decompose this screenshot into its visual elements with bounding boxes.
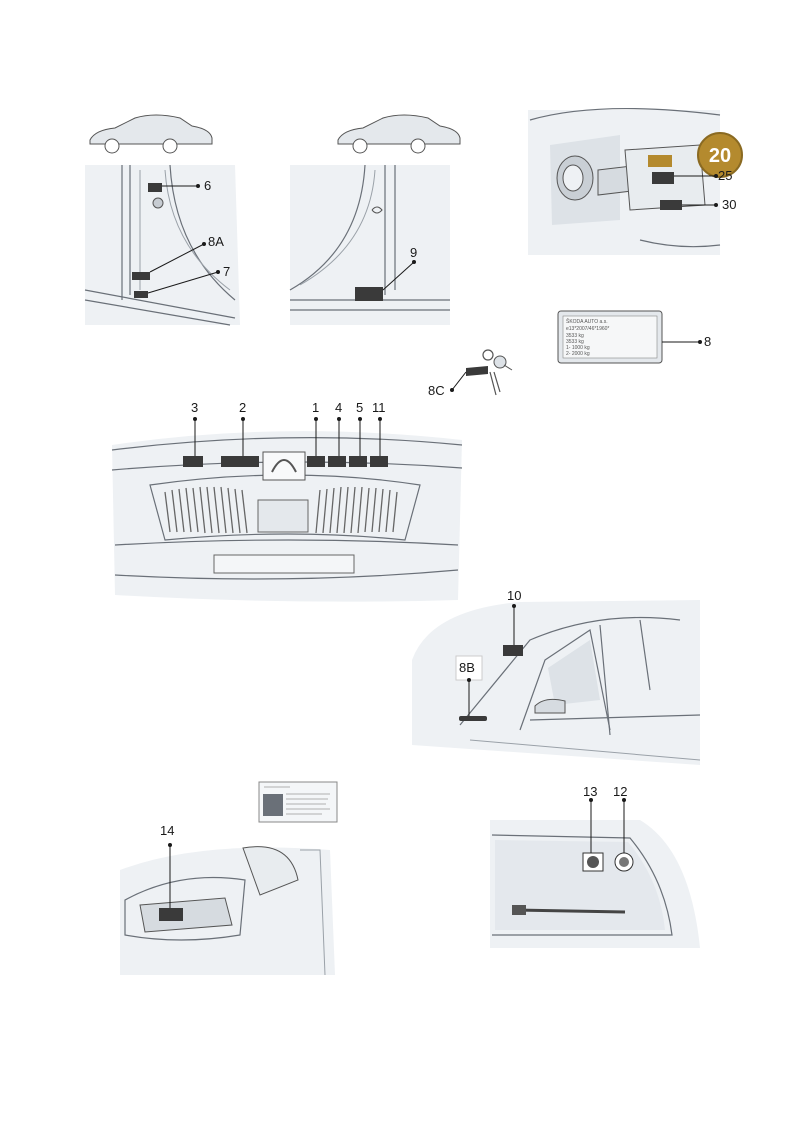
- callout-8a: 8A: [149, 234, 224, 273]
- vin-plate: ŠKODA AUTO a.s. e13*2007/46*1960* 3533 k…: [557, 310, 663, 364]
- rear-window-view: [490, 820, 700, 948]
- sticker-7: [134, 291, 148, 298]
- callout-5: 5: [356, 400, 363, 456]
- svg-text:13: 13: [583, 784, 597, 799]
- callout-8c: 8C: [428, 371, 467, 398]
- callout-13: 13: [583, 784, 597, 853]
- callout-10: 10: [507, 588, 521, 645]
- callout-25: 25: [674, 168, 732, 183]
- svg-text:8C: 8C: [428, 383, 445, 398]
- sticker-14: [159, 908, 183, 921]
- sticker-30: [660, 200, 682, 210]
- svg-text:e13*2007/46*1960*: e13*2007/46*1960*: [566, 326, 609, 332]
- svg-text:20: 20: [709, 145, 731, 167]
- car-silhouette-icon-right: [337, 114, 461, 154]
- callout-1: 1: [312, 400, 319, 456]
- sticker-8a: [132, 272, 150, 280]
- svg-text:11: 11: [372, 400, 386, 415]
- svg-text:1- 1000 kg: 1- 1000 kg: [566, 345, 590, 351]
- car-silhouette-icon-left: [89, 114, 213, 154]
- callout-2: 2: [239, 400, 246, 456]
- callout-3: 3: [191, 400, 198, 456]
- callout-14: 14: [160, 823, 174, 908]
- callout-8: 8: [662, 334, 711, 349]
- sticker-25: [652, 172, 674, 184]
- svg-text:3533 kg: 3533 kg: [566, 339, 584, 345]
- svg-text:ŠKODA AUTO a.s.: ŠKODA AUTO a.s.: [566, 318, 608, 325]
- sticker-9: [355, 287, 383, 301]
- svg-text:14: 14: [160, 823, 174, 838]
- svg-text:5: 5: [356, 400, 363, 415]
- svg-text:2- 2000 kg: 2- 2000 kg: [566, 351, 590, 357]
- svg-text:9: 9: [410, 245, 417, 260]
- sticker-8b: [459, 716, 487, 721]
- b-pillar-left-view: [84, 164, 240, 326]
- fuel-info-label: [258, 781, 338, 823]
- front-bumper-view: [111, 431, 463, 602]
- svg-text:6: 6: [204, 178, 211, 193]
- svg-text:8: 8: [704, 334, 711, 349]
- callout-30: 30: [682, 197, 736, 212]
- svg-text:7: 7: [223, 264, 230, 279]
- svg-text:8B: 8B: [459, 660, 475, 675]
- sticker-5: [349, 456, 367, 467]
- svg-text:10: 10: [507, 588, 521, 603]
- sticker-1: [307, 456, 325, 467]
- svg-text:30: 30: [722, 197, 736, 212]
- svg-text:3: 3: [191, 400, 198, 415]
- svg-text:3533 kg: 3533 kg: [566, 333, 584, 339]
- callout-7: 7: [147, 264, 230, 294]
- sticker-10: [503, 645, 523, 656]
- sticker-20: [648, 155, 672, 167]
- sticker-11: [370, 456, 388, 467]
- svg-text:2: 2: [239, 400, 246, 415]
- callout-8b: 8B: [455, 655, 483, 716]
- callout-9: 9: [382, 245, 417, 291]
- fuel-filler-view: [120, 846, 335, 976]
- callout-12: 12: [613, 784, 627, 853]
- callout-6: 6: [162, 178, 211, 193]
- sticker-4: [328, 456, 346, 467]
- callout-4: 4: [335, 400, 342, 456]
- sticker-3: [183, 456, 203, 467]
- sticker-6: [148, 183, 162, 192]
- key-fob-icon: [466, 349, 513, 396]
- fuel-flap-view: [528, 107, 721, 255]
- svg-text:4: 4: [335, 400, 342, 415]
- svg-text:8A: 8A: [208, 234, 224, 249]
- side-window-view: [412, 600, 701, 765]
- callout-20-badge: 20: [697, 132, 743, 178]
- svg-text:25: 25: [718, 168, 732, 183]
- b-pillar-right-view: [289, 164, 450, 325]
- svg-text:12: 12: [613, 784, 627, 799]
- sticker-2: [221, 456, 259, 467]
- svg-text:1: 1: [312, 400, 319, 415]
- callout-11: 11: [372, 400, 386, 456]
